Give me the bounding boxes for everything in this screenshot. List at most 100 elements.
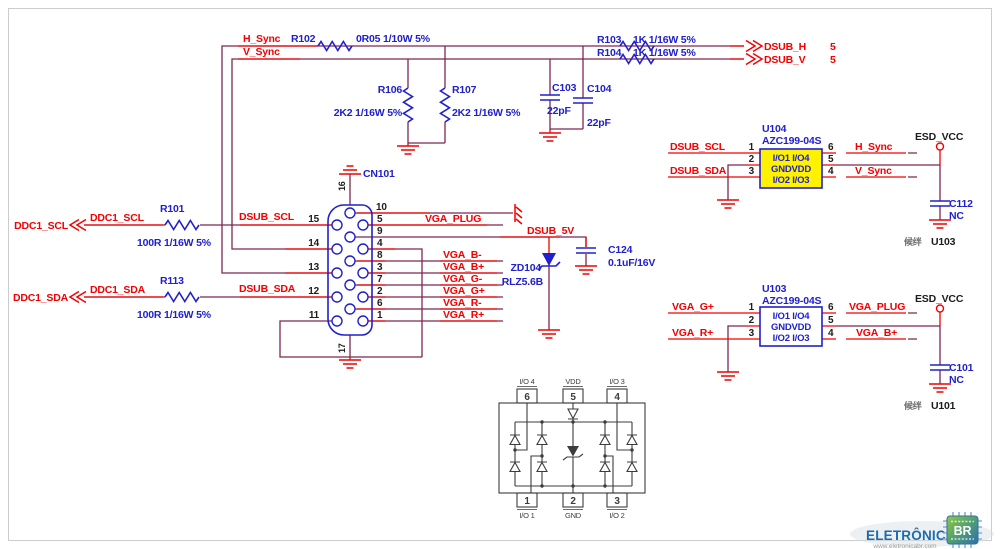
zener-zd104 xyxy=(537,253,561,271)
page-border xyxy=(8,8,992,541)
net-vga-r-minus: VGA_R- xyxy=(443,297,482,309)
r107-value: 2K2 1/16W 5% xyxy=(452,107,521,119)
pin4-number: 4 xyxy=(377,238,383,249)
port-ddc1-sda-label: DDC1_SDA xyxy=(13,292,69,304)
top-network-labels: H_Sync V_Sync R102 0R05 1/10W 5% R103 1K… xyxy=(243,33,836,129)
pkg-io3-label: I/O 3 xyxy=(609,377,624,386)
net-vga-g-plus: VGA_G+ xyxy=(443,285,485,297)
connector-body xyxy=(327,204,373,336)
pin9-number: 9 xyxy=(377,226,383,237)
center-zener xyxy=(562,403,584,493)
u104-note: 候绊 xyxy=(904,236,922,247)
port-ddc1-sda-icon xyxy=(69,290,87,304)
gnd-u103-pin2 xyxy=(716,371,740,381)
u103-pin5: 5 xyxy=(828,315,834,326)
logo-brand-text: ELETRÔNICA xyxy=(866,528,956,543)
u103-row1: I/O1 I/O4 xyxy=(773,311,811,322)
c112-value: NC xyxy=(949,210,964,222)
u103-row3: I/O2 I/O3 xyxy=(773,333,810,344)
esd-vcc-node-u104 xyxy=(935,142,945,151)
u104-pin1: 1 xyxy=(749,142,755,153)
pin7-number: 7 xyxy=(377,274,383,285)
port-dsub-h-icon xyxy=(745,39,763,53)
pkg-pin2: 2 xyxy=(570,496,576,507)
gnd-c112 xyxy=(928,219,952,229)
ddc-labels: DDC1_SCL DDC1_SCL R101 100R 1/16W 5% DSU… xyxy=(13,203,296,321)
pin12-number: 12 xyxy=(308,286,319,297)
u103-pin3: 3 xyxy=(749,328,755,339)
gnd-zd104 xyxy=(537,329,561,339)
u104-row3: I/O2 I/O3 xyxy=(773,175,810,186)
r101-refdes: R101 xyxy=(160,203,185,215)
u103-pin4: 4 xyxy=(828,328,834,339)
pin16-label: 16 xyxy=(337,181,347,191)
u104-body xyxy=(759,148,823,189)
c101-value: NC xyxy=(949,374,964,386)
r102-refdes: R102 xyxy=(291,33,316,45)
chassis-ground-pin10 xyxy=(514,203,523,225)
net-dsub-scl-u104: DSUB_SCL xyxy=(670,141,726,153)
pin11-number: 11 xyxy=(309,310,320,321)
gnd-u104-pin2 xyxy=(716,199,740,209)
c104-refdes: C104 xyxy=(587,83,612,95)
u103-note-ref: U101 xyxy=(931,400,956,412)
net-vga-plug: VGA_PLUG xyxy=(425,213,481,225)
u104-note-ref: U103 xyxy=(931,236,956,248)
resistor-r107 xyxy=(439,87,451,123)
package-junctions xyxy=(513,420,634,488)
resistor-r101 xyxy=(164,219,200,231)
r113-value: 100R 1/16W 5% xyxy=(137,309,212,321)
zd104-value: RLZ5.6B xyxy=(502,276,544,288)
diode-branch-4 xyxy=(626,422,638,486)
net-vga-gp-u103: VGA_G+ xyxy=(672,301,714,313)
r102-value: 0R05 1/10W 5% xyxy=(356,33,431,45)
port-dsub-h-label: DSUB_H xyxy=(764,41,806,53)
diode-branch-3 xyxy=(599,422,611,486)
dsub-v-sheet: 5 xyxy=(830,54,836,66)
u104-row2: GNDVDD xyxy=(771,164,811,175)
net-v-sync-top: V_Sync xyxy=(243,46,280,58)
net-dsub-5v: DSUB_5V xyxy=(527,225,574,237)
r104-refdes: R104 xyxy=(597,47,622,59)
connector-cn101 xyxy=(327,204,373,336)
u103-pin1: 1 xyxy=(749,302,755,313)
r104-value: 1K 1/16W 5% xyxy=(633,47,696,59)
pkg-pin5: 5 xyxy=(570,392,576,403)
c124-refdes: C124 xyxy=(608,244,633,256)
net-dsub-scl: DSUB_SCL xyxy=(239,211,295,223)
u103-pin6: 6 xyxy=(828,302,834,313)
u104-pin2: 2 xyxy=(749,154,755,165)
net-vga-b-minus: VGA_B- xyxy=(443,249,482,261)
u104-pin4: 4 xyxy=(828,166,834,177)
diode-branch-1 xyxy=(509,422,521,486)
c112-refdes: C112 xyxy=(949,198,973,210)
pin14-number: 14 xyxy=(308,238,319,249)
gnd-c101 xyxy=(928,383,952,393)
u103-refdes: U103 xyxy=(762,283,787,295)
zener-bar xyxy=(537,261,561,271)
resistors xyxy=(164,40,655,303)
esd-vcc-node-u103 xyxy=(935,304,945,313)
pkg-io4-label: I/O 4 xyxy=(519,377,534,386)
pin1-number: 1 xyxy=(377,310,383,321)
net-vga-plug-u103: VGA_PLUG xyxy=(849,301,905,313)
net-h-sync-u104: H_Sync xyxy=(855,141,893,153)
off-page-connectors xyxy=(69,39,763,304)
resistor-r102 xyxy=(317,40,353,52)
pin3-number: 3 xyxy=(377,262,383,273)
connector-labels: CN101 16 17 15 14 13 12 11 10 5 9 4 8 3 … xyxy=(308,168,574,353)
dsub-h-sheet: 5 xyxy=(830,41,836,53)
gnd-r106-r107 xyxy=(396,145,420,155)
net-dsub-sda: DSUB_SDA xyxy=(239,283,296,295)
u104-refdes: U104 xyxy=(762,123,787,135)
port-ddc1-scl-icon xyxy=(69,218,87,232)
port-dsub-v-icon xyxy=(745,52,763,66)
c103-refdes: C103 xyxy=(552,82,577,94)
pkg-io1-label: I/O 1 xyxy=(519,511,534,520)
package-diagram: I/O 4 VDD I/O 3 6 5 4 1 2 3 I/O 1 GND I/… xyxy=(498,377,646,520)
pin15-number: 15 xyxy=(308,214,319,225)
pkg-pin3: 3 xyxy=(614,496,620,507)
net-dsub-sda-u104: DSUB_SDA xyxy=(670,165,727,177)
u104-row1: I/O1 I/O4 xyxy=(773,153,811,164)
